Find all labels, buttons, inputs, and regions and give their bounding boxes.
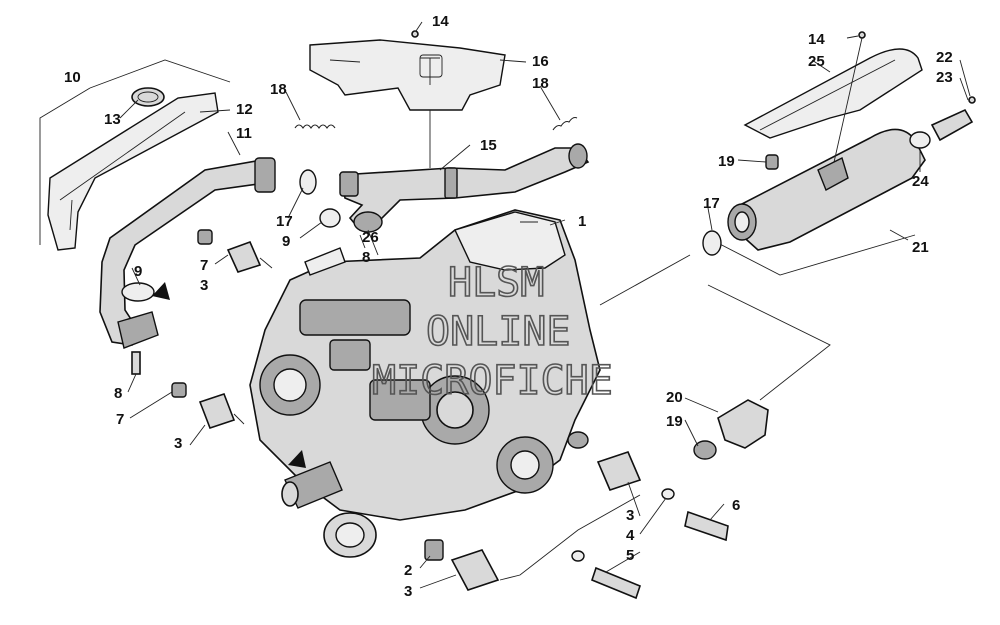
mount-grommet <box>693 440 717 460</box>
callout-5: 5 <box>626 547 634 564</box>
mid-pipe-heat-shield <box>309 39 506 111</box>
watermark-line-2: ONLINE <box>426 309 571 355</box>
wire-connector <box>304 247 346 276</box>
callout-3-bottom: 3 <box>404 583 412 600</box>
spacer <box>424 539 444 561</box>
callout-labels: 1 2 3 3 3 3 4 5 6 7 7 8 8 9 9 10 11 12 1… <box>64 13 953 600</box>
callout-2: 2 <box>404 562 412 579</box>
engine-mount-right <box>596 451 642 491</box>
callout-17-center: 17 <box>276 213 293 230</box>
callout-9-left: 9 <box>134 263 142 280</box>
hose-clamp <box>131 87 165 107</box>
callout-1: 1 <box>578 213 586 230</box>
callout-18-left: 18 <box>270 81 287 98</box>
callout-8-left: 8 <box>114 385 122 402</box>
muffler-mount-bracket <box>717 399 769 449</box>
callout-18-right: 18 <box>532 75 549 92</box>
muffler-group <box>599 31 976 460</box>
rubber-grommet <box>765 154 779 170</box>
callout-25: 25 <box>808 53 825 70</box>
muffler <box>737 128 926 251</box>
watermark: HLSM ONLINE MICROFICHE <box>371 259 613 405</box>
pipe-gasket <box>299 169 317 195</box>
callout-8-center: 8 <box>362 249 370 266</box>
mount-bolt <box>684 510 729 542</box>
pipe-flange <box>254 157 276 193</box>
callout-4: 4 <box>626 527 635 544</box>
callout-26: 26 <box>362 229 379 246</box>
callout-20: 20 <box>666 389 683 406</box>
callout-17-right: 17 <box>703 195 720 212</box>
shield-screw <box>411 30 419 38</box>
washer <box>661 488 675 500</box>
engine-assembly <box>249 209 601 558</box>
arrestor-screw <box>968 96 976 104</box>
callout-12: 12 <box>236 101 253 118</box>
direction-arrow <box>152 282 170 300</box>
callout-21: 21 <box>912 239 929 256</box>
spark-arrestor <box>930 108 974 142</box>
engine-mount-bottom <box>450 549 500 591</box>
muffler-gasket <box>702 230 722 256</box>
mount-bolt-lower <box>591 566 641 600</box>
callout-3-upper: 3 <box>200 277 208 294</box>
engine-mount <box>226 240 262 273</box>
exhaust-gasket <box>121 282 155 302</box>
callout-7-lower: 7 <box>116 411 124 428</box>
callout-19-upper: 19 <box>718 153 735 170</box>
callout-6: 6 <box>732 497 740 514</box>
washer-lower <box>571 550 585 562</box>
callout-11: 11 <box>236 125 252 142</box>
watermark-line-1: HLSM <box>448 260 544 306</box>
muffler-shield-screw <box>858 31 866 39</box>
callout-9-center: 9 <box>282 233 290 250</box>
header-flange-plate <box>117 311 159 349</box>
mid-pipe-group <box>294 30 590 233</box>
o-ring-gasket <box>319 208 341 228</box>
transmission-case <box>299 299 411 336</box>
callout-14-top: 14 <box>432 13 449 30</box>
callout-16: 16 <box>532 53 549 70</box>
flange-bolt <box>131 351 141 375</box>
muffler-clamp <box>909 131 931 149</box>
callout-3-right: 3 <box>626 507 634 524</box>
callout-14-right: 14 <box>808 31 825 48</box>
muffler-heat-shield <box>743 48 923 139</box>
callout-24: 24 <box>912 173 929 190</box>
exhaust-spring-right <box>552 116 578 131</box>
watermark-line-3: MICROFICHE <box>372 358 613 404</box>
callout-22: 22 <box>936 49 953 66</box>
engine-mount-lower <box>198 392 236 430</box>
callout-19-lower: 19 <box>666 413 683 430</box>
mid-exhaust-pipe <box>339 147 590 231</box>
callout-3-lower: 3 <box>174 435 182 452</box>
mount-hardware <box>171 229 729 600</box>
leader-lines <box>119 21 971 589</box>
cylinder-head <box>454 211 566 271</box>
exhaust-pipe-group <box>39 59 276 375</box>
exhaust-spring <box>294 124 336 129</box>
lock-nut-lower <box>171 382 187 398</box>
direction-arrow-engine <box>288 450 306 468</box>
exhaust-heat-shield <box>47 92 219 251</box>
callout-13: 13 <box>104 111 121 128</box>
lock-nut <box>197 229 213 245</box>
callout-10: 10 <box>64 69 81 86</box>
callout-7-upper: 7 <box>200 257 208 274</box>
callout-15: 15 <box>480 137 497 154</box>
callout-23: 23 <box>936 69 953 86</box>
